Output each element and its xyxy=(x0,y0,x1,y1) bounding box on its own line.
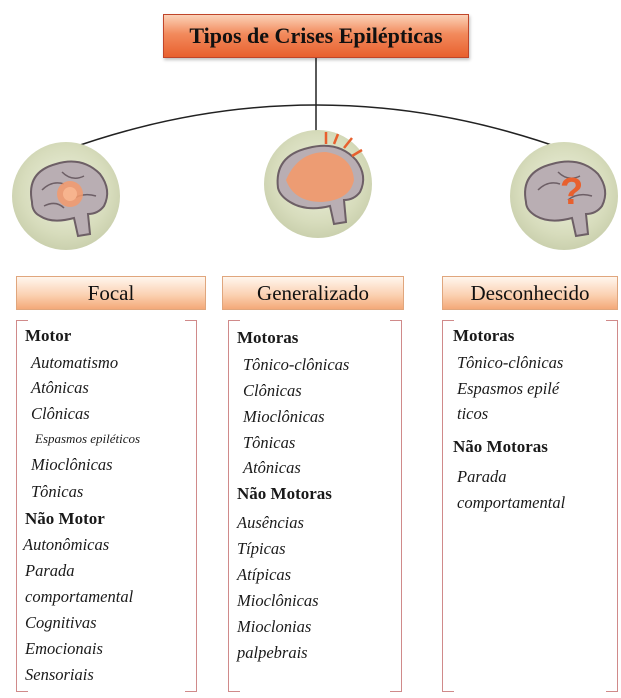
list-item: Clônicas xyxy=(243,381,302,401)
list-item: Atípicas xyxy=(237,565,291,585)
list-item: Mioclônicas xyxy=(243,407,325,427)
list-item: Mioclônicas xyxy=(31,455,113,475)
list-item: comportamental xyxy=(25,587,133,607)
brain-generalized-seizure-icon xyxy=(264,130,372,238)
list-item: Mioclônicas xyxy=(237,591,319,611)
list-item: Tônico-clônicas xyxy=(457,353,563,373)
list-item: Sensoriais xyxy=(25,665,94,685)
list-item: Tônicas xyxy=(31,482,83,502)
list-item: comportamental xyxy=(457,493,565,513)
diagram-title: Tipos de Crises Epilépticas xyxy=(163,14,469,58)
list-item: Ausências xyxy=(237,513,304,533)
diagram-title-text: Tipos de Crises Epilépticas xyxy=(189,23,442,49)
list-item: Autonômicas xyxy=(23,535,109,555)
group-heading: Motor xyxy=(25,326,71,346)
group-heading: Não Motoras xyxy=(237,484,332,504)
list-item: ticos xyxy=(457,404,488,424)
list-item: Espasmos epilé xyxy=(457,379,559,399)
list-item: Cognitivas xyxy=(25,613,97,633)
list-item: Típicas xyxy=(237,539,286,559)
group-heading: Não Motor xyxy=(25,509,105,529)
group-heading: Motoras xyxy=(237,328,298,348)
list-item: Mioclonias xyxy=(237,617,311,637)
heading-desconhecido-text: Desconhecido xyxy=(471,281,590,306)
list-item: Emocionais xyxy=(25,639,103,659)
group-heading: Motoras xyxy=(453,326,514,346)
list-item: Clônicas xyxy=(31,404,90,424)
question-mark: ? xyxy=(560,171,583,213)
heading-generalizado: Generalizado xyxy=(222,276,404,310)
brain-focal-seizure-icon xyxy=(12,142,120,250)
group-heading: Não Motoras xyxy=(453,437,548,457)
brain-unknown-seizure-icon: ? xyxy=(510,142,618,250)
list-item: Parada xyxy=(457,467,507,487)
list-item: Automatismo xyxy=(31,353,118,373)
heading-desconhecido: Desconhecido xyxy=(442,276,618,310)
list-item: palpebrais xyxy=(237,643,308,663)
list-item: Atônicas xyxy=(31,378,89,398)
list-item: Tônicas xyxy=(243,433,295,453)
heading-generalizado-text: Generalizado xyxy=(257,281,369,306)
list-item: Tônico-clônicas xyxy=(243,355,349,375)
list-item: Atônicas xyxy=(243,458,301,478)
list-item: Parada xyxy=(25,561,75,581)
heading-focal: Focal xyxy=(16,276,206,310)
list-item: Espasmos epiléticos xyxy=(35,431,140,447)
heading-focal-text: Focal xyxy=(88,281,135,306)
